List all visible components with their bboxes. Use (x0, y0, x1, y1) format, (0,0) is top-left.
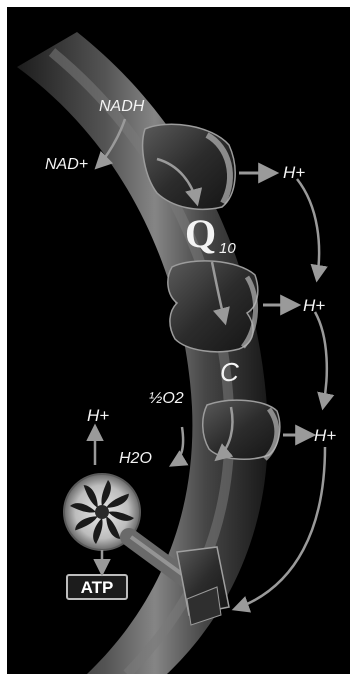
membrane-band (17, 32, 268, 674)
diagram-canvas: ATP NADH NAD+ Q 10 C ½O2 H2O H+ H+ H+ H+ (7, 7, 350, 674)
h-plus-label-2: H+ (303, 296, 325, 315)
atp-label: ATP (81, 578, 114, 597)
q10-label: Q (185, 211, 216, 256)
h-plus-label-4: H+ (87, 406, 109, 425)
complex-iii (168, 261, 258, 352)
h2o-label: H2O (119, 450, 152, 467)
q10-subscript: 10 (219, 240, 236, 257)
half-o2-label: ½O2 (149, 390, 184, 407)
cytochrome-c-label: C (220, 357, 239, 387)
arrow-return-1 (297, 179, 319, 279)
h-plus-label-3: H+ (314, 426, 336, 445)
nad-plus-label: NAD+ (45, 156, 88, 173)
complex-iv (203, 400, 280, 459)
arrow-o2-to-h2o (172, 427, 183, 465)
h-plus-label-1: H+ (283, 163, 305, 182)
arrow-return-2 (315, 312, 327, 407)
nadh-label: NADH (99, 98, 145, 115)
